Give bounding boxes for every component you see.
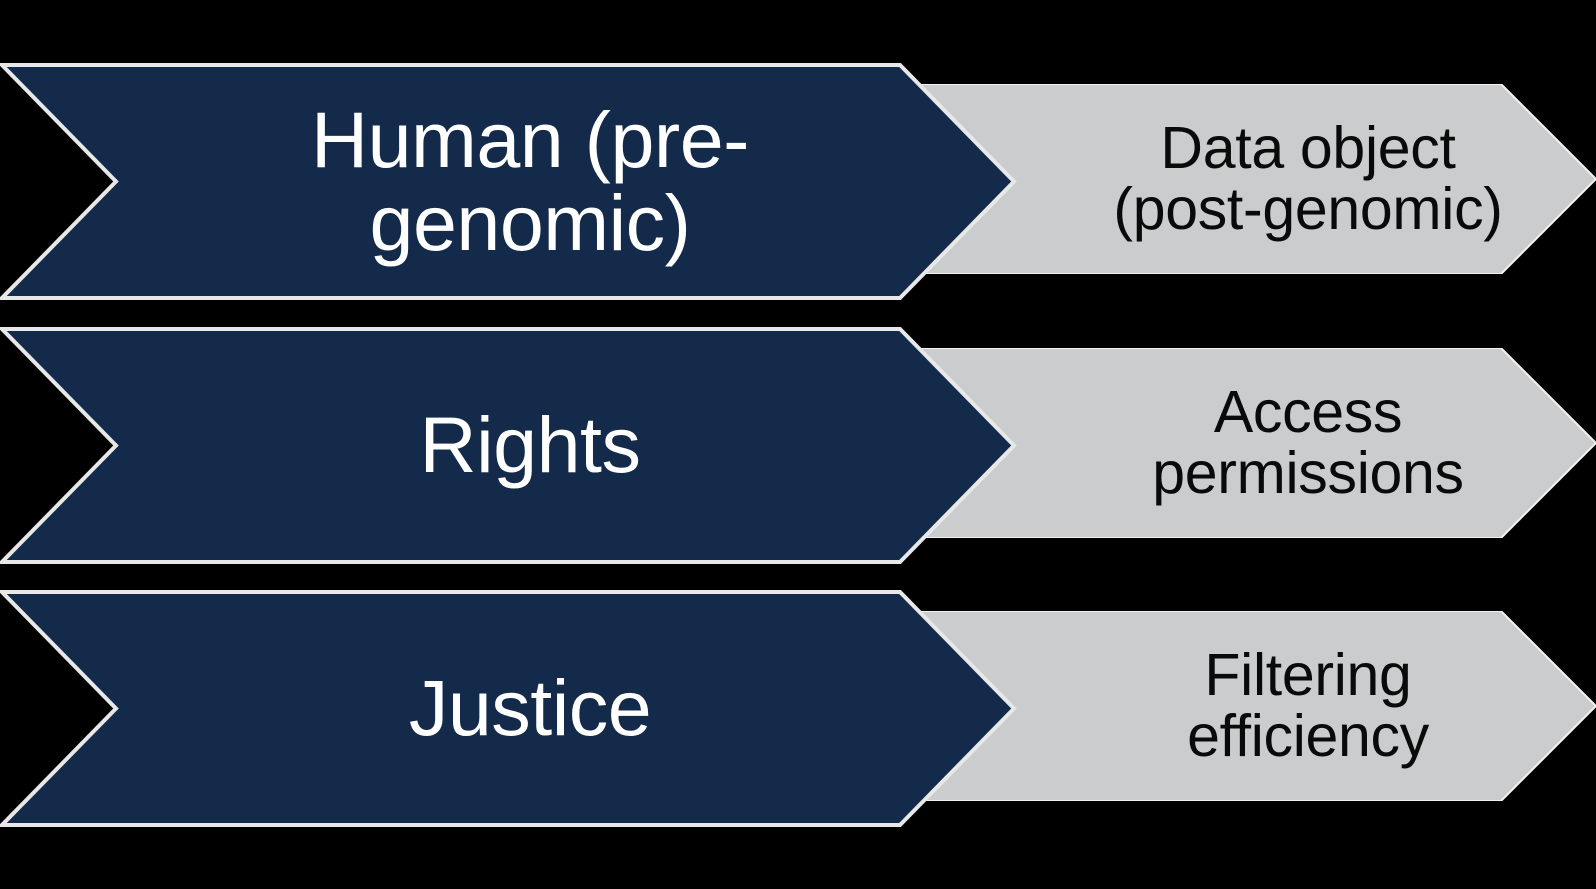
primary-chevron-3[interactable]: Justice	[0, 590, 1020, 827]
chevron-row: Data object (post-genomic) Human (pre- g…	[0, 0, 1596, 300]
secondary-chevron-1[interactable]: Data object (post-genomic)	[905, 84, 1596, 274]
chevron-row: Access permissions Rights	[0, 264, 1596, 564]
chevron-right-navy-shape	[0, 63, 1017, 300]
secondary-chevron-3[interactable]: Filtering efficiency	[905, 611, 1596, 801]
secondary-chevron-label-3: Filtering efficiency	[1187, 641, 1429, 769]
secondary-chevron-label-1: Data object (post-genomic)	[1113, 114, 1503, 242]
chevron-right-navy-shape	[0, 590, 1017, 827]
primary-chevron-2[interactable]: Rights	[0, 327, 1020, 564]
chevron-row: Filtering efficiency Justice	[0, 527, 1596, 827]
primary-chevron-1[interactable]: Human (pre- genomic)	[0, 63, 1020, 300]
chevron-right-navy-shape	[0, 327, 1017, 564]
primary-chevron-label-1: Human (pre- genomic)	[311, 95, 749, 267]
secondary-chevron-label-2: Access permissions	[1152, 378, 1464, 506]
primary-chevron-label-3: Justice	[408, 663, 652, 753]
primary-chevron-label-2: Rights	[419, 400, 641, 490]
